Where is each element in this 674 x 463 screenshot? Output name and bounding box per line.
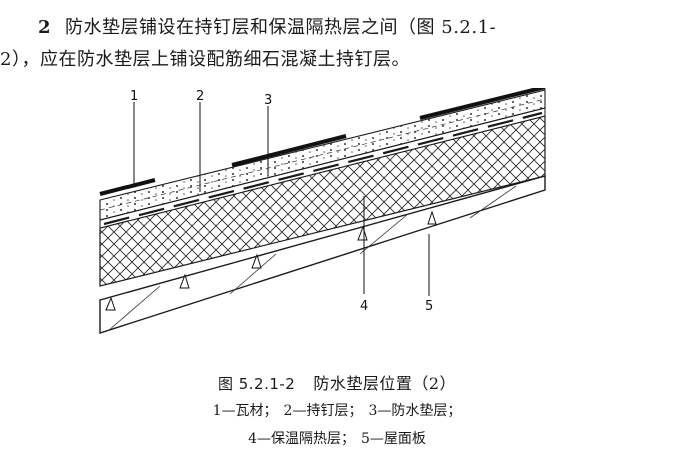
figure-caption: 图 5.2.1-2 防水垫层位置（2） <box>0 370 674 394</box>
deck-joint-line <box>107 285 161 332</box>
roof-section-figure: 1 2 3 4 5 <box>90 88 560 350</box>
reinforcement-line <box>99 98 546 211</box>
paragraph-text-1: 防水垫层铺设在持钉层和保温隔热层之间（图 5.2.1- <box>65 17 497 38</box>
roof-tile <box>99 178 156 196</box>
deck-joint-line <box>359 213 409 255</box>
legend-item-roof-deck: 5—屋面板 <box>361 431 426 447</box>
roof-deck-layer <box>99 175 546 334</box>
deck-joint-line <box>229 253 277 295</box>
fastener-nail <box>427 210 437 225</box>
nail-holding-layer <box>99 89 546 221</box>
figure-number: 图 5.2.1-2 <box>217 375 296 393</box>
paragraph-number: 2 <box>38 17 52 38</box>
figure-title: 防水垫层位置（2） <box>313 374 457 393</box>
fastener-nail <box>179 273 190 289</box>
callout-label-4: 4 <box>360 299 368 314</box>
roof-tile <box>231 134 347 167</box>
fastener-nail <box>357 225 368 241</box>
callout-label-3: 3 <box>264 93 272 108</box>
underlayment-dash-line <box>103 111 543 226</box>
deck-joint-line <box>469 185 517 219</box>
legend-item-nail-layer: 2—持钉层； <box>283 403 363 419</box>
legend-item-tiles: 1—瓦材； <box>212 403 278 419</box>
roof-tile <box>419 88 546 120</box>
legend-item-insulation: 4—保温隔热层； <box>248 431 355 447</box>
legend-line-1: 1—瓦材； 2—持钉层； 3—防水垫层； <box>0 400 674 420</box>
callout-label-1: 1 <box>130 89 138 104</box>
body-paragraph: 2 防水垫层铺设在持钉层和保温隔热层之间（图 5.2.1- 2），应在防水垫层上铺… <box>0 12 674 76</box>
callout-label-2: 2 <box>196 89 204 104</box>
roof-section-drawing: 1 2 3 4 5 <box>99 88 546 334</box>
paragraph-line-2: 2），应在防水垫层上铺设配筋细石混凝土持钉层。 <box>0 49 410 70</box>
fastener-nail <box>105 296 116 311</box>
callout-label-5: 5 <box>425 299 433 314</box>
fastener-nail <box>251 253 262 269</box>
legend-line-2: 4—保温隔热层； 5—屋面板 <box>0 428 674 448</box>
paragraph-line-1: 2 防水垫层铺设在持钉层和保温隔热层之间（图 5.2.1- <box>0 12 674 44</box>
legend-item-underlayment: 3—防水垫层； <box>368 403 462 419</box>
